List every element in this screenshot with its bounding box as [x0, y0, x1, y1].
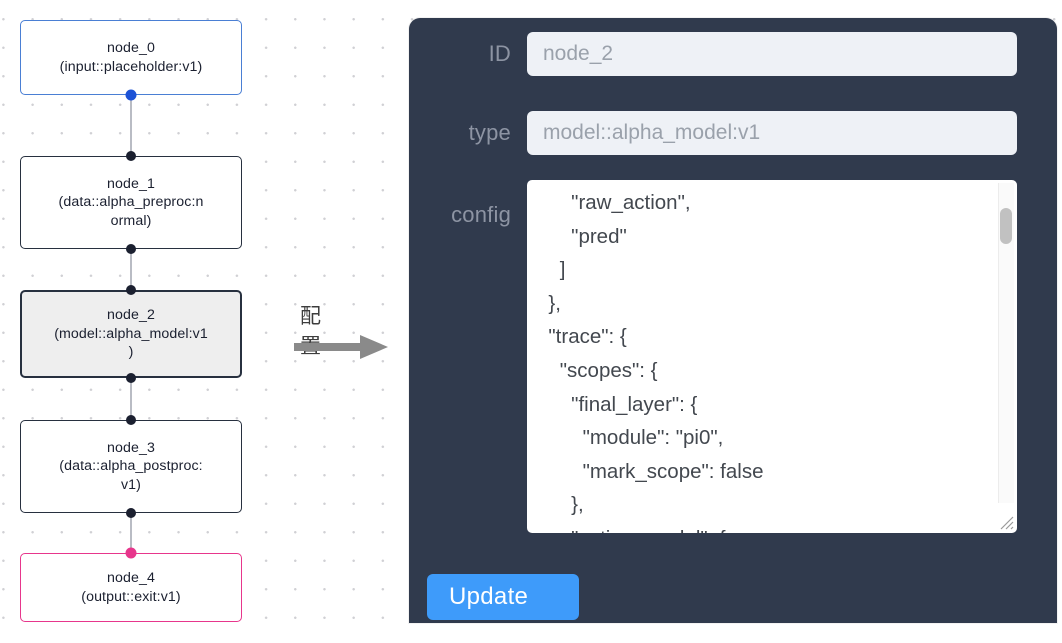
graph-node-label: ) [128, 344, 134, 361]
node-inspector-panel: ID type config "raw_action", "pred" ] },… [409, 18, 1057, 623]
config-label: config [451, 202, 511, 227]
graph-node-label: v1) [120, 476, 141, 493]
type-input[interactable] [527, 111, 1017, 155]
graph-node-label: (model::alpha_model:v1 [54, 325, 208, 342]
node-handle-source-node_0[interactable] [125, 89, 137, 101]
node-handle-source-node_3[interactable] [126, 508, 136, 518]
node-handle-target-node_2[interactable] [126, 285, 136, 295]
node-handle-source-node_1[interactable] [126, 244, 136, 254]
graph-node-label: (output::exit:v1) [81, 588, 181, 605]
scrollbar-thumb[interactable] [1000, 208, 1012, 244]
scrollbar-track[interactable] [998, 183, 1014, 503]
graph-node-label: node_3 [107, 439, 155, 456]
graph-edge[interactable] [129, 513, 133, 553]
graph-node-label: (data::alpha_preproc:n [58, 194, 204, 211]
graph-edge[interactable] [129, 95, 133, 156]
graph-node-node_4[interactable]: node_4(output::exit:v1) [20, 553, 242, 622]
id-field-row: ID [409, 32, 1017, 76]
graph-node-node_2[interactable]: node_2(model::alpha_model:v1) [20, 290, 242, 378]
graph-node-label: node_2 [107, 307, 155, 324]
type-field-row: type [409, 111, 1017, 155]
graph-node-label: node_0 [107, 40, 155, 56]
graph-node-label: node_1 [107, 175, 155, 192]
node-handle-target-node_4[interactable] [125, 547, 137, 559]
right-arrow-icon [294, 334, 389, 360]
id-label: ID [488, 41, 511, 66]
id-input[interactable] [527, 32, 1017, 76]
config-textarea-wrap: "raw_action", "pred" ] }, "trace": { "sc… [527, 180, 1017, 533]
graph-edge[interactable] [129, 249, 133, 290]
node-handle-target-node_3[interactable] [126, 415, 136, 425]
graph-node-label: node_4 [107, 570, 155, 586]
graph-node-node_3[interactable]: node_3(data::alpha_postproc:v1) [20, 420, 242, 513]
graph-node-label: (input::placeholder:v1) [59, 58, 203, 75]
node-handle-source-node_2[interactable] [126, 373, 136, 383]
type-label: type [468, 120, 511, 145]
node-handle-target-node_1[interactable] [126, 151, 136, 161]
resize-grip-icon[interactable] [997, 513, 1015, 531]
graph-node-label: ormal) [110, 212, 152, 229]
graph-edge[interactable] [129, 378, 133, 420]
update-button[interactable]: Update [427, 574, 579, 620]
config-textarea[interactable]: "raw_action", "pred" ] }, "trace": { "sc… [527, 180, 1017, 533]
config-field-row: config "raw_action", "pred" ] }, "trace"… [409, 180, 1017, 533]
graph-node-node_0[interactable]: node_0(input::placeholder:v1) [20, 20, 242, 95]
graph-node-label: (data::alpha_postproc: [59, 458, 203, 475]
